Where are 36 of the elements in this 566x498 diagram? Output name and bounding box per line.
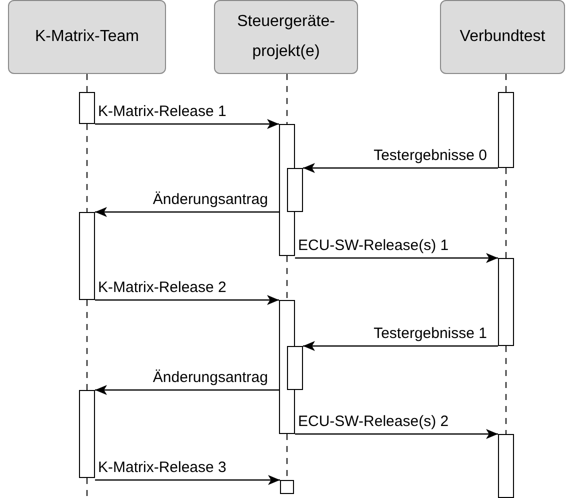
arrow bbox=[295, 429, 498, 439]
edge-label: Testergebnisse 0 bbox=[372, 147, 488, 165]
activation-bar bbox=[287, 168, 303, 212]
edge-label: Testergebnisse 1 bbox=[372, 325, 488, 343]
lifeline-header bbox=[440, 0, 565, 74]
lifeline-title: Steuergeräte-projekt(e) bbox=[236, 12, 336, 62]
edge-label: Änderungsantrag bbox=[152, 369, 269, 387]
activation-bar bbox=[498, 258, 514, 346]
arrow bbox=[295, 253, 498, 263]
arrow bbox=[95, 385, 279, 395]
lifeline bbox=[86, 74, 88, 92]
arrow bbox=[95, 475, 280, 485]
arrow bbox=[303, 163, 498, 173]
lifeline bbox=[286, 256, 288, 300]
edge-label: ECU-SW-Release(s) 2 bbox=[297, 413, 450, 431]
activation-bar bbox=[79, 390, 95, 478]
lifeline bbox=[86, 478, 88, 498]
activation-bar bbox=[287, 346, 303, 390]
arrow bbox=[95, 119, 279, 129]
lifeline bbox=[286, 74, 288, 124]
arrow bbox=[95, 295, 279, 305]
lifeline-header bbox=[8, 0, 166, 74]
activation-bar bbox=[79, 212, 95, 300]
activation-bar bbox=[498, 434, 514, 498]
lifeline bbox=[86, 300, 88, 390]
activation-bar bbox=[498, 92, 514, 168]
arrow bbox=[303, 341, 498, 351]
lifeline bbox=[86, 124, 88, 212]
activation-bar bbox=[79, 92, 95, 124]
arrow bbox=[95, 207, 279, 217]
activation-bar bbox=[280, 480, 294, 494]
edge-label: Änderungsantrag bbox=[152, 191, 269, 209]
lifeline-title: K-Matrix-Team bbox=[34, 27, 139, 47]
lifeline-title: Verbundtest bbox=[460, 27, 546, 47]
lifeline-header bbox=[214, 0, 358, 74]
edge-label: ECU-SW-Release(s) 1 bbox=[297, 237, 450, 255]
